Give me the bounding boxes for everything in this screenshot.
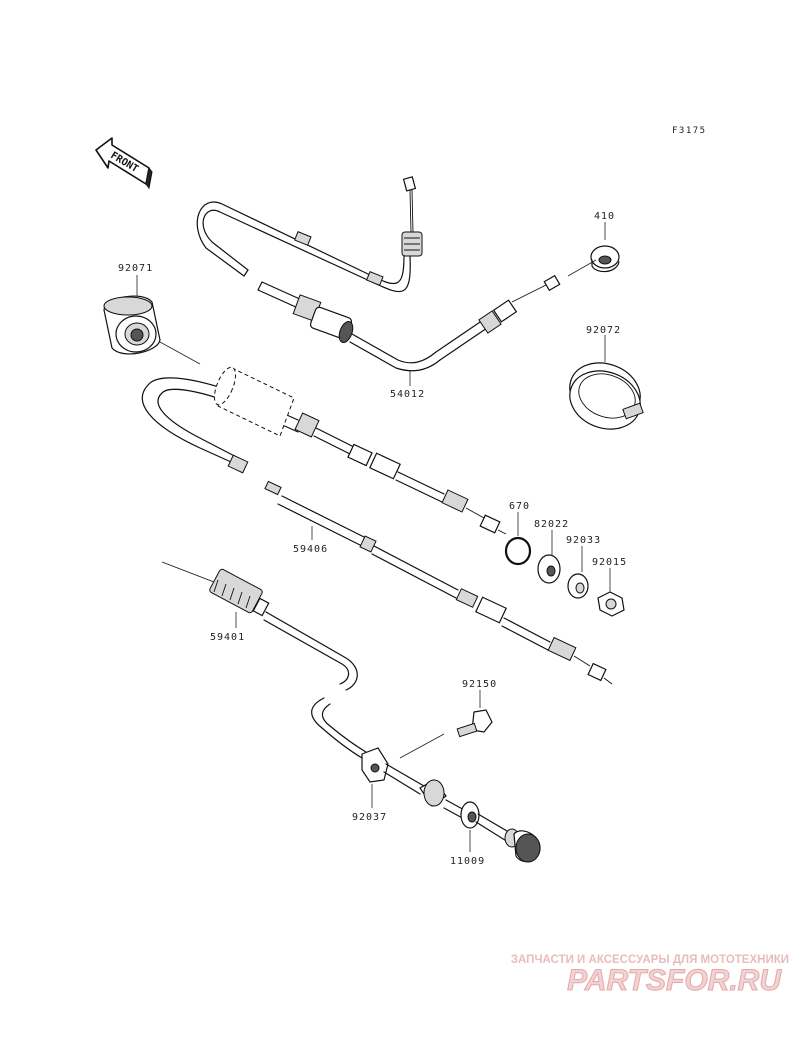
part-label: 54012 bbox=[390, 389, 425, 400]
part-label: 410 bbox=[594, 211, 615, 222]
watermark-tagline: ЗАПЧАСТИ И АКСЕССУАРЫ ДЛЯ МОТОТЕХНИКИ bbox=[511, 954, 789, 966]
front-arrow-icon: FRONT bbox=[95, 137, 153, 190]
cable-59401 bbox=[161, 561, 541, 863]
part-label: 92037 bbox=[352, 812, 387, 823]
watermark-brand: PARTSFOR.RU bbox=[567, 964, 782, 997]
figure-code: F3175 bbox=[672, 126, 707, 136]
part-label: 92033 bbox=[566, 535, 601, 546]
cable-54012 bbox=[196, 176, 561, 372]
cable-59406 bbox=[141, 366, 613, 685]
washer-82022 bbox=[537, 554, 561, 584]
part-label: 92150 bbox=[462, 679, 497, 690]
part-labels: 92071 54012 410 92072 670 82022 92033 92… bbox=[118, 211, 627, 867]
washer-92033 bbox=[567, 573, 589, 599]
o-ring-670 bbox=[504, 536, 532, 566]
clamp-band-92072 bbox=[569, 362, 644, 430]
part-label: 92072 bbox=[586, 325, 621, 336]
part-label: 670 bbox=[509, 501, 530, 512]
watermark: ЗАПЧАСТИ И АКСЕССУАРЫ ДЛЯ МОТОТЕХНИКИ PA… bbox=[511, 954, 789, 998]
leader-lines bbox=[136, 222, 611, 852]
part-label: 11009 bbox=[450, 856, 485, 867]
grommet-92071 bbox=[103, 295, 161, 355]
part-label: 59401 bbox=[210, 632, 245, 643]
bolt-92150 bbox=[456, 709, 493, 738]
part-label: 92071 bbox=[118, 263, 153, 274]
part-label: 59406 bbox=[293, 544, 328, 555]
nut-92015 bbox=[597, 591, 625, 617]
part-label: 92015 bbox=[592, 557, 627, 568]
ring-410 bbox=[590, 245, 620, 273]
part-label: 82022 bbox=[534, 519, 569, 530]
